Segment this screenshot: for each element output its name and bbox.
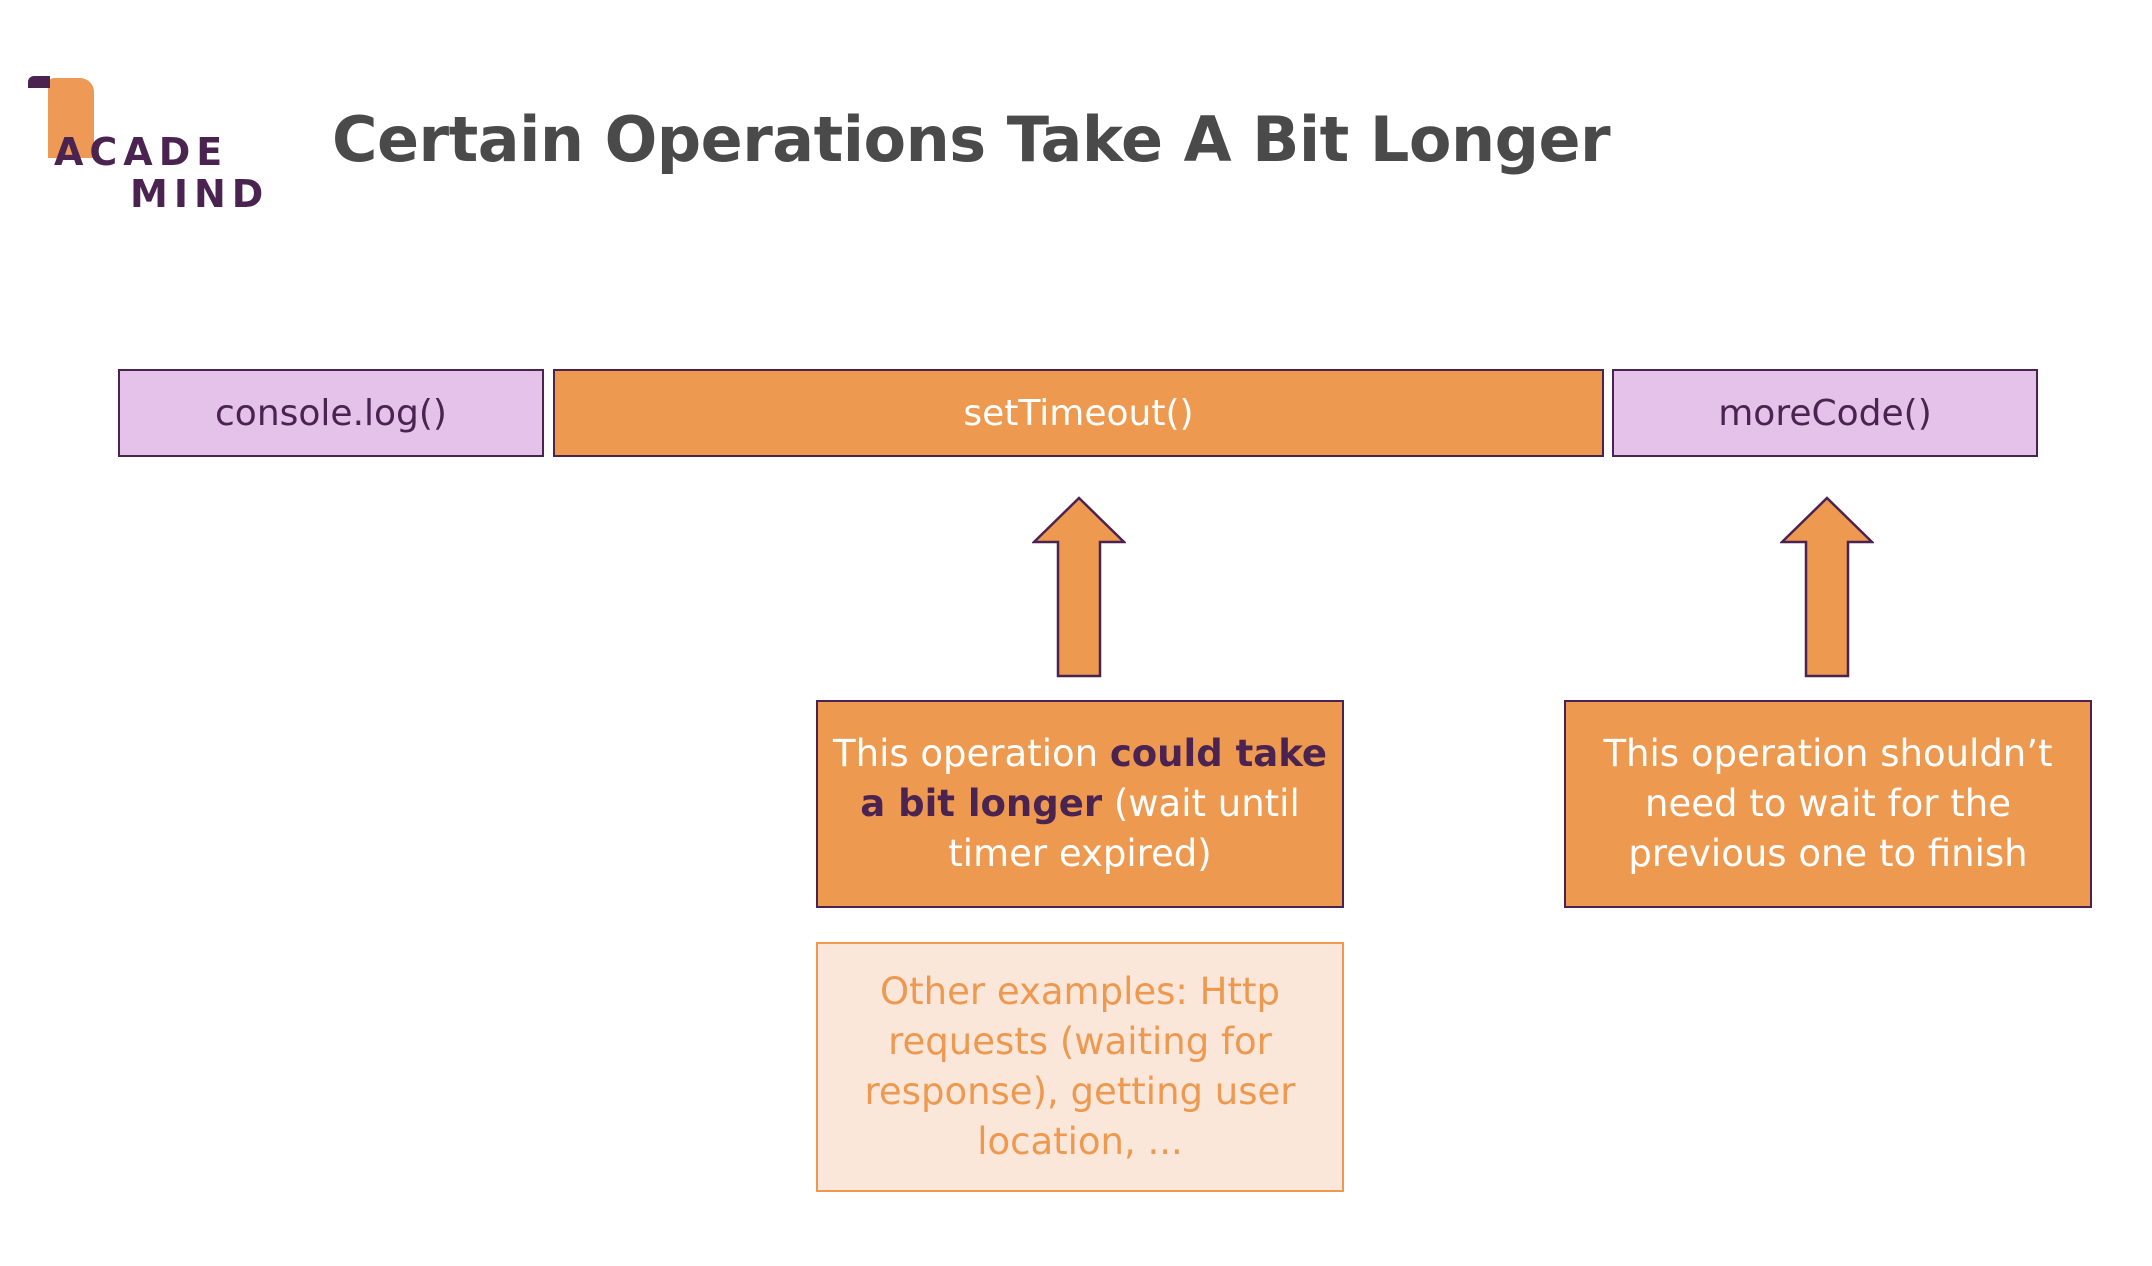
up-arrow-more-code [1780, 496, 1874, 678]
note-timeout-part1: This operation [833, 732, 1110, 775]
note-more-code: This operation shouldn’t need to wait fo… [1564, 700, 2092, 908]
timeline-more-code: moreCode() [1612, 369, 2038, 457]
logo-bar-shape [48, 78, 94, 158]
logo-notch-shape [28, 76, 50, 88]
note-other-examples: Other examples: Http requests (waiting f… [816, 942, 1344, 1192]
note-more-text: This operation shouldn’t need to wait fo… [1603, 732, 2053, 875]
note-timeout-strong: could take a bit longer [860, 732, 1327, 825]
academind-logo: ACADE MIND [28, 76, 263, 214]
up-arrow-timeout [1032, 496, 1126, 678]
slide-title: Certain Operations Take A Bit Longer [332, 103, 1611, 176]
logo-text-line1: ACADE [54, 130, 229, 174]
note-timeout-longer: This operation could take a bit longer (… [816, 700, 1344, 908]
timeline-console-log: console.log() [118, 369, 544, 457]
note-timeout-part2: (wait until timer expired) [948, 782, 1300, 875]
note-timeout-text: This operation could take a bit longer (… [828, 729, 1332, 879]
logo-text-line2: MIND [130, 172, 270, 216]
timeline-set-timeout: setTimeout() [553, 369, 1604, 457]
note-examples-text: Other examples: Http requests (waiting f… [864, 970, 1296, 1163]
